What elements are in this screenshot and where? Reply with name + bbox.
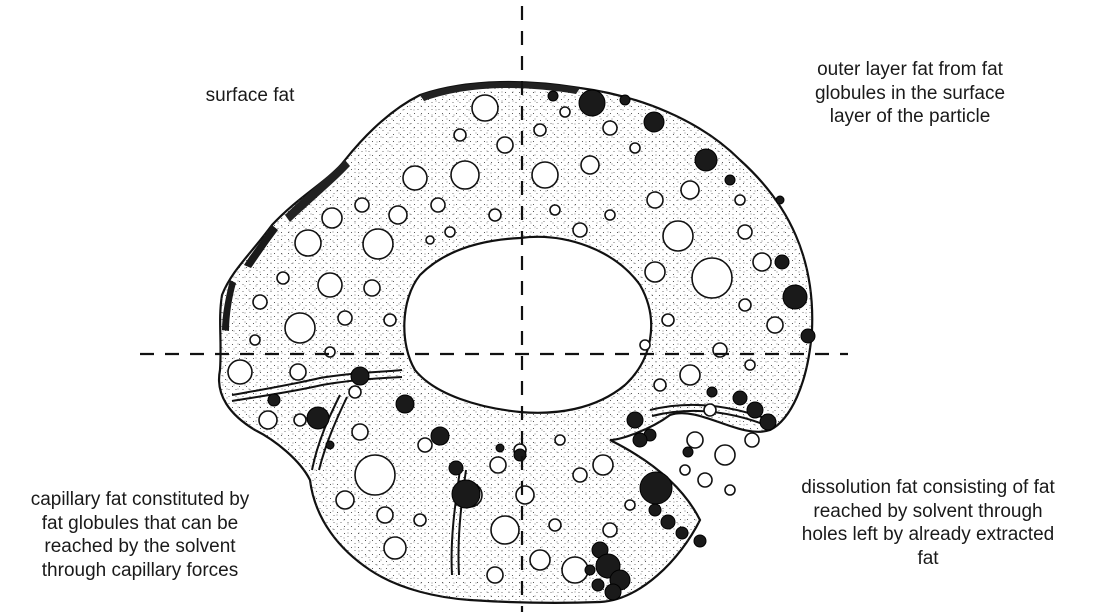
capillary-fat-label: capillary fat constituted by fat globule… <box>0 488 280 582</box>
dissolution-fat-label-line: dissolution fat consisting of fat <box>778 476 1078 500</box>
capillary-fat-label-line: fat globules that can be <box>0 512 280 536</box>
surface-fat-label-line: surface fat <box>180 84 320 108</box>
dissolution-fat-label-line: reached by solvent through <box>778 500 1078 524</box>
dissolution-fat-label: dissolution fat consisting of fat reache… <box>778 476 1078 570</box>
dissolution-fat-label-line: holes left by already extracted <box>778 523 1078 547</box>
capillary-fat-label-line: through capillary forces <box>0 559 280 583</box>
outer-layer-fat-label-line: outer layer fat from fat <box>770 58 1050 82</box>
outer-layer-fat-label-line: globules in the surface <box>770 82 1050 106</box>
surface-fat-label: surface fat <box>180 84 320 108</box>
outer-layer-fat-label: outer layer fat from fat globules in the… <box>770 58 1050 129</box>
dissolution-fat-label-line: fat <box>778 547 1078 571</box>
outer-layer-fat-label-line: layer of the particle <box>770 105 1050 129</box>
central-pore <box>404 237 651 413</box>
capillary-fat-label-line: reached by the solvent <box>0 535 280 559</box>
capillary-fat-label-line: capillary fat constituted by <box>0 488 280 512</box>
